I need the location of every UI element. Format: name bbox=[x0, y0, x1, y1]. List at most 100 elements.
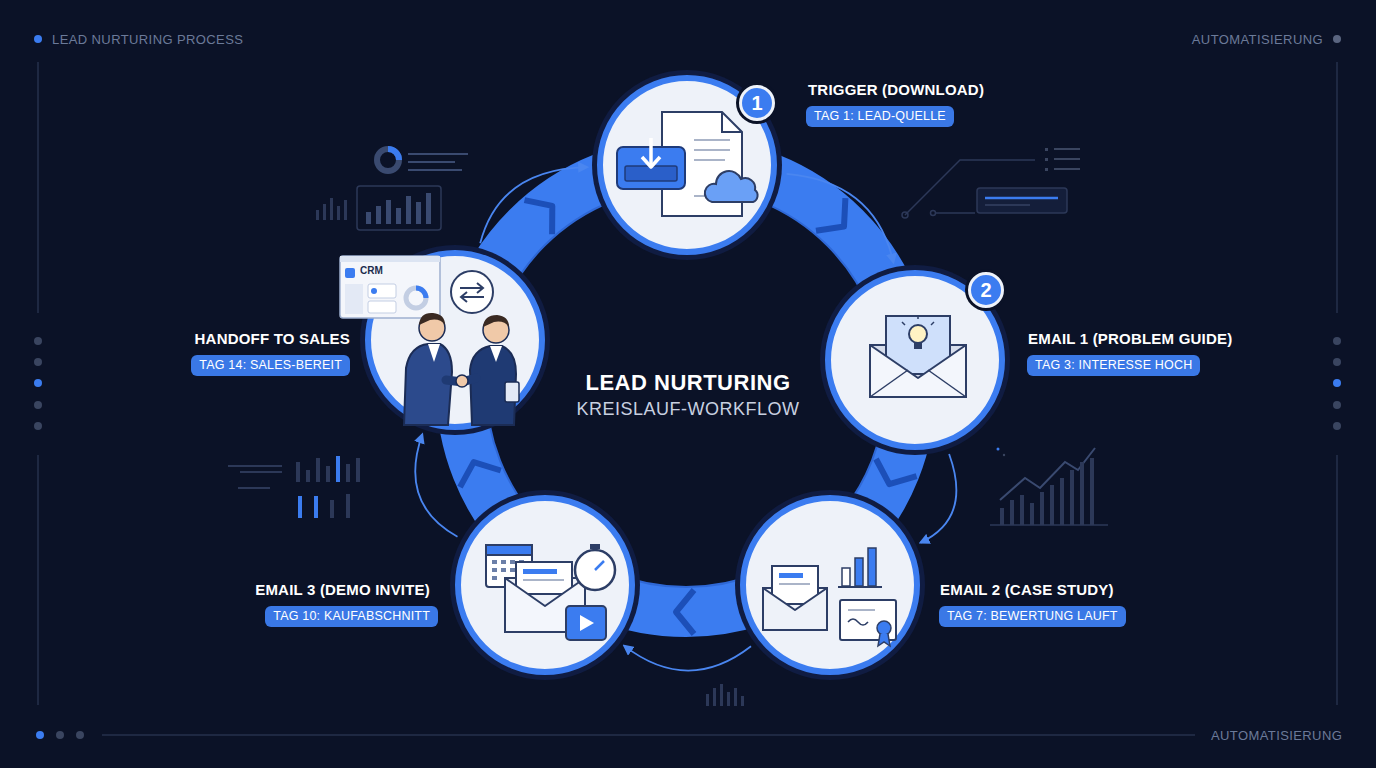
chart-bar bbox=[314, 496, 318, 518]
header-label: AUTOMATISIERUNG bbox=[1192, 32, 1323, 47]
text-line bbox=[408, 161, 455, 163]
ring-chevron bbox=[525, 200, 553, 234]
side-dot bbox=[1333, 379, 1341, 387]
flow-arrow bbox=[787, 174, 894, 263]
side-dot bbox=[34, 337, 42, 345]
footer-label: AUTOMATISIERUNG bbox=[1211, 728, 1342, 743]
chart-bar bbox=[1060, 478, 1064, 525]
ring-chevron bbox=[676, 590, 694, 634]
step-heading: TRIGGER (DOWNLOAD) bbox=[808, 81, 984, 99]
line-chart bbox=[1000, 448, 1095, 500]
chart-bar bbox=[1030, 503, 1034, 525]
chart-bar bbox=[346, 464, 350, 482]
step-circle: HANDOFF TO SALESTAG 14: SALES-BEREIT bbox=[365, 250, 545, 430]
chart-bar bbox=[337, 206, 340, 220]
grid-line bbox=[1054, 158, 1080, 160]
chart-bar bbox=[706, 694, 709, 706]
chart-bar bbox=[1050, 485, 1054, 525]
corner-dot bbox=[34, 35, 42, 43]
step-heading: EMAIL 3 (DEMO INVITE) bbox=[255, 581, 430, 599]
side-dot bbox=[1333, 337, 1341, 345]
step-heading: EMAIL 1 (PROBLEM GUIDE) bbox=[1028, 330, 1232, 348]
chart-bar bbox=[316, 458, 320, 482]
chart-bar bbox=[734, 688, 737, 706]
step-number-badge: 2 bbox=[968, 272, 1004, 308]
footer-dot bbox=[76, 731, 84, 739]
chart-bar bbox=[366, 212, 371, 224]
text-line bbox=[408, 153, 468, 155]
ring-chevron bbox=[460, 462, 501, 487]
side-dot bbox=[34, 422, 42, 430]
chart-bar bbox=[326, 466, 330, 482]
day-tag: TAG 7: BEWERTUNG LAUFT bbox=[939, 606, 1126, 627]
crm-label: CRM bbox=[360, 265, 383, 276]
chart-bar bbox=[330, 198, 333, 220]
side-dot bbox=[1333, 401, 1341, 409]
chart-bar bbox=[356, 458, 360, 482]
chart-bar bbox=[1020, 495, 1024, 525]
chart-bar bbox=[426, 193, 431, 224]
ring-chevron bbox=[816, 198, 845, 231]
chart-bar bbox=[330, 500, 334, 518]
day-tag: TAG 10: KAUFABSCHNITT bbox=[265, 606, 438, 627]
chart-bar bbox=[1040, 492, 1044, 525]
ui-bar bbox=[977, 188, 1067, 213]
corner-dot bbox=[1333, 35, 1341, 43]
circuit-line bbox=[935, 212, 975, 214]
ui-line bbox=[985, 197, 1058, 200]
header-label: LEAD NURTURING PROCESS bbox=[52, 32, 243, 47]
chart-bar bbox=[416, 202, 421, 224]
grid-line bbox=[1054, 148, 1080, 150]
chart-bar bbox=[1090, 458, 1094, 525]
frame-line bbox=[1336, 62, 1338, 313]
day-tag: TAG 3: INTERESSE HOCH bbox=[1027, 355, 1200, 376]
footer-dot bbox=[56, 731, 64, 739]
chart-bar bbox=[323, 204, 326, 220]
flow-arrow bbox=[624, 646, 751, 671]
chart-bar bbox=[336, 456, 340, 482]
circuit-node bbox=[931, 211, 936, 216]
flow-arrow bbox=[480, 167, 587, 243]
chart-bar bbox=[1000, 508, 1004, 525]
side-dot bbox=[1333, 422, 1341, 430]
chart-bar bbox=[306, 470, 310, 482]
circuit-node bbox=[902, 212, 908, 218]
dot-grid bbox=[1045, 148, 1080, 171]
spark-dot bbox=[1003, 454, 1005, 456]
flow-arrow bbox=[415, 435, 457, 537]
donut-segment bbox=[388, 149, 399, 160]
chart-bar bbox=[406, 196, 411, 224]
chart-axis bbox=[990, 524, 1108, 526]
step-circle: EMAIL 3 (DEMO INVITE)TAG 10: KAUFABSCHNI… bbox=[455, 495, 635, 675]
side-dot bbox=[34, 379, 42, 387]
chart-bar bbox=[346, 494, 350, 518]
frame-line bbox=[37, 455, 39, 705]
step-circle: EMAIL 2 (CASE STUDY)TAG 7: BEWERTUNG LAU… bbox=[740, 495, 920, 675]
chart-bar bbox=[713, 688, 716, 706]
crm-dot bbox=[371, 288, 377, 294]
chart-bar bbox=[1010, 500, 1014, 525]
flow-arrow bbox=[921, 454, 957, 543]
text-line bbox=[408, 169, 462, 171]
grid-line bbox=[1054, 168, 1080, 170]
side-dot bbox=[34, 358, 42, 366]
grid-dot bbox=[1045, 168, 1048, 171]
circuit-line bbox=[905, 160, 1035, 215]
text-line bbox=[238, 487, 270, 489]
chart-bar bbox=[727, 692, 730, 706]
ring-chevron bbox=[876, 459, 917, 484]
chart-bar bbox=[741, 696, 744, 706]
crm-sidebar bbox=[345, 284, 363, 314]
chart-bar bbox=[376, 206, 381, 224]
ui-line bbox=[985, 204, 1030, 206]
grid-dot bbox=[1045, 148, 1048, 151]
chart-bar bbox=[396, 208, 401, 224]
diagram-title: LEAD NURTURING bbox=[0, 370, 1376, 396]
step-heading: EMAIL 2 (CASE STUDY) bbox=[940, 581, 1114, 599]
donut-chart bbox=[377, 149, 399, 171]
side-dot bbox=[1333, 358, 1341, 366]
frame-line bbox=[1336, 455, 1338, 705]
crm-logo bbox=[345, 268, 355, 278]
chart-bar bbox=[298, 496, 302, 518]
side-dot bbox=[34, 401, 42, 409]
